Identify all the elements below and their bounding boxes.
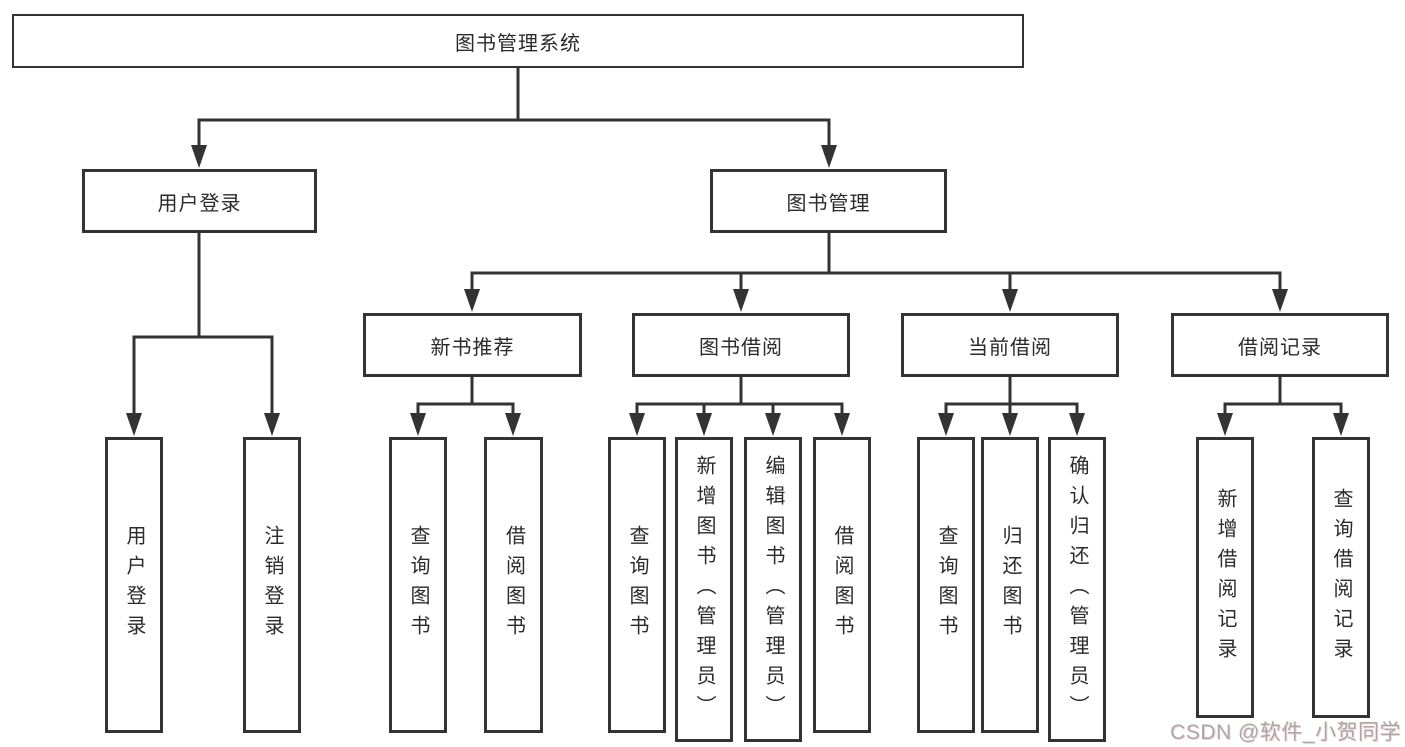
arrowhead (834, 413, 850, 436)
arrowhead (696, 413, 712, 436)
node-leaf-return-book: 归还图书 (981, 437, 1039, 733)
connector-borrowrecords-to-leaves (1223, 375, 1343, 416)
node-leaf-edit-book-admin: 编辑图书（管理员） (744, 437, 802, 742)
node-leaf-query-book-current: 查询图书 (917, 437, 975, 733)
node-leaf-add-borrow-record: 新增借阅记录 (1196, 437, 1254, 718)
arrowhead (505, 413, 521, 436)
arrowhead (938, 413, 954, 436)
node-current-borrowing: 当前借阅 (901, 313, 1119, 377)
node-label: 新增图书（管理员） (693, 454, 715, 725)
node-label: 用户登录 (123, 525, 145, 645)
node-label: 图书借阅 (699, 336, 783, 359)
node-label: 借阅图书 (831, 525, 853, 645)
arrowhead (1069, 413, 1085, 436)
node-label: 注销登录 (261, 525, 283, 645)
node-leaf-borrow-book-borrow: 借阅图书 (813, 437, 871, 733)
node-book-management-module: 图书管理 (710, 169, 947, 233)
arrowhead (1002, 289, 1018, 312)
arrowhead (410, 413, 426, 436)
node-label: 归还图书 (999, 525, 1021, 645)
connector-bookborrow-to-leaves (635, 375, 844, 416)
node-leaf-query-book-borrow: 查询图书 (608, 437, 666, 733)
arrowhead (1217, 413, 1233, 436)
node-label: 借阅图书 (502, 525, 525, 645)
arrowhead (1333, 413, 1349, 436)
connector-newbookrec-to-leaves (416, 375, 515, 416)
arrowhead (1272, 289, 1288, 312)
arrowhead (629, 413, 645, 436)
connector-root-to-level1 (197, 66, 831, 148)
node-leaf-add-book-admin: 新增图书（管理员） (675, 437, 733, 742)
connector-userlogin-to-leaves (132, 231, 274, 416)
arrowhead (264, 413, 280, 436)
arrowhead (126, 413, 142, 436)
node-label: 编辑图书（管理员） (762, 454, 784, 725)
node-label: 用户登录 (157, 192, 242, 215)
node-label: 借阅记录 (1238, 336, 1322, 359)
node-leaf-logout: 注销登录 (243, 437, 301, 733)
arrowhead (191, 145, 207, 168)
arrowhead (821, 145, 837, 168)
node-leaf-confirm-return-admin: 确认归还（管理员） (1048, 437, 1106, 742)
node-label: 图书管理 (786, 192, 871, 215)
node-label: 图书管理系统 (455, 32, 581, 55)
node-label: 查询图书 (626, 525, 648, 645)
node-book-borrowing: 图书借阅 (632, 313, 850, 377)
arrowhead (1002, 413, 1018, 436)
node-leaf-borrow-book-rec: 借阅图书 (484, 437, 543, 733)
node-library-management-system: 图书管理系统 (12, 14, 1024, 68)
node-leaf-query-borrow-record: 查询借阅记录 (1312, 437, 1370, 718)
node-label: 新增借阅记录 (1214, 487, 1236, 668)
connector-currentborrow-to-leaves (944, 375, 1079, 416)
node-leaf-user-login: 用户登录 (105, 437, 163, 733)
arrowhead (464, 289, 480, 312)
node-label: 当前借阅 (968, 336, 1052, 359)
node-label: 查询图书 (407, 525, 429, 645)
watermark: CSDN @软件_小贺同学 (1170, 721, 1401, 744)
node-label: 查询图书 (935, 525, 957, 645)
node-new-book-recommendation: 新书推荐 (363, 313, 582, 377)
node-leaf-query-book-rec: 查询图书 (389, 437, 447, 733)
node-borrowing-records: 借阅记录 (1171, 313, 1389, 377)
arrowhead (733, 289, 749, 312)
node-user-login-module: 用户登录 (82, 169, 317, 233)
node-label: 新书推荐 (430, 336, 515, 359)
connector-bookmgmt-to-level2 (470, 231, 1282, 292)
arrowhead (765, 413, 781, 436)
node-label: 查询借阅记录 (1330, 487, 1352, 668)
node-label: 确认归还（管理员） (1066, 454, 1088, 725)
